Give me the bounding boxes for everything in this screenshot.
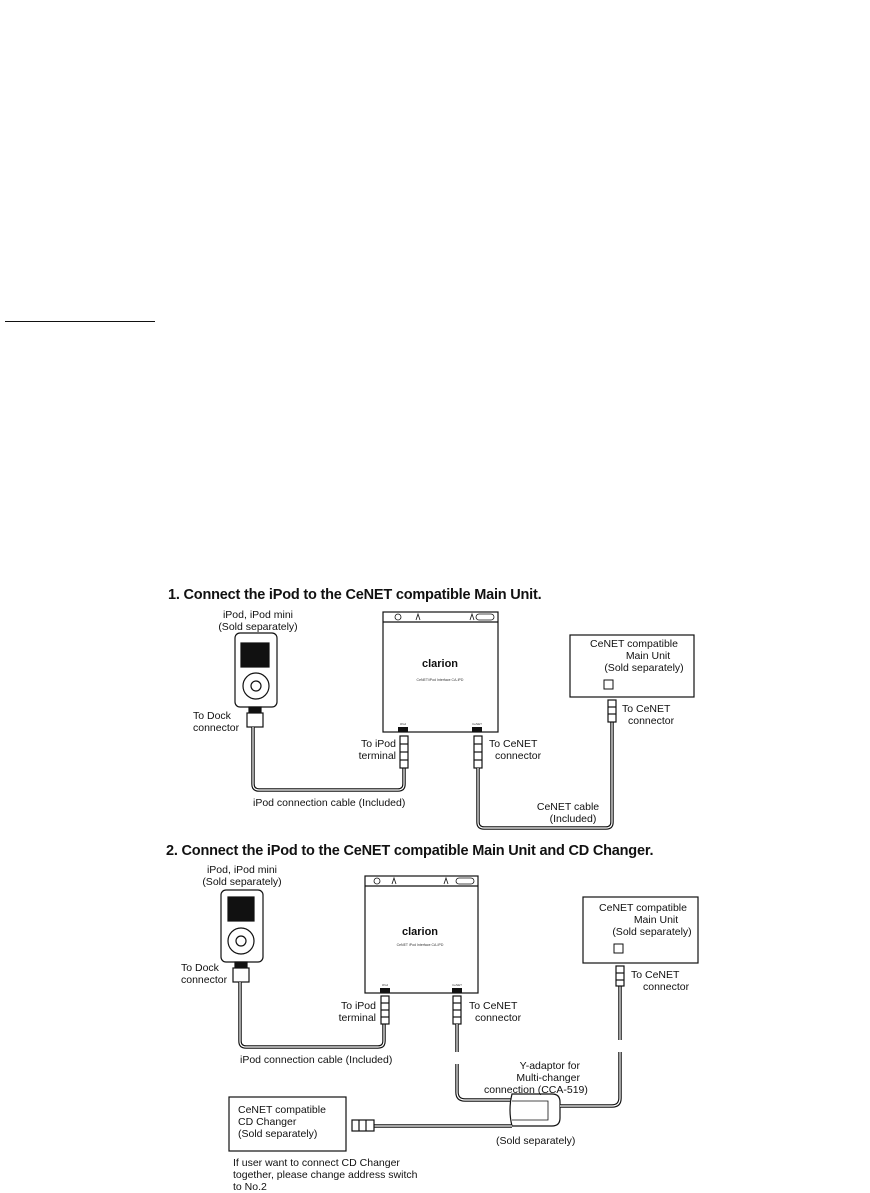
main-unit-box-2	[582, 896, 699, 964]
ipod-device-2	[220, 889, 264, 983]
interface-model-2: CeNET iPod Interface CA-IPD	[397, 943, 444, 947]
section-2-heading: 2. Connect the iPod to the CeNET compati…	[166, 843, 654, 859]
cd-changer-box	[228, 1096, 347, 1152]
sold-separately-label: (Sold separately)	[496, 1135, 576, 1147]
interface-model-1: CeNET/iPod Interface CA-IPD	[417, 678, 464, 682]
interface-brand-2: clarion	[402, 926, 438, 938]
section-1-heading: 1. Connect the iPod to the CeNET compati…	[168, 587, 542, 603]
horizontal-rule	[5, 321, 155, 322]
ipod-cable-label-2: iPod connection cable (Included)	[240, 1054, 393, 1066]
cd-changer-plug	[351, 1119, 375, 1132]
ipod-device-1	[234, 632, 278, 728]
port-ipod-2: iPod	[382, 983, 388, 987]
port-cenet-1: CeNET	[472, 722, 482, 726]
port-ipod-1: iPod	[400, 722, 406, 726]
ipod-cable-label-1: iPod connection cable (Included)	[253, 797, 406, 809]
main-unit-box-1	[569, 634, 695, 698]
ipod-label-2: iPod, iPod mini(Sold separately)	[202, 864, 282, 888]
y-adaptor-body	[509, 1093, 561, 1127]
clarion-interface-unit-2	[364, 875, 479, 994]
ipod-label-1: iPod, iPod mini(Sold separately)	[218, 609, 298, 633]
cenet-plug-right-2	[615, 965, 625, 987]
interface-brand-1: clarion	[422, 658, 458, 670]
clarion-interface-unit-1	[382, 611, 499, 733]
cenet-plug-right-1	[607, 699, 617, 723]
port-cenet-2: CeNET	[452, 983, 462, 987]
cenet-cable-label-1: CeNET cable(Included)	[536, 801, 600, 825]
